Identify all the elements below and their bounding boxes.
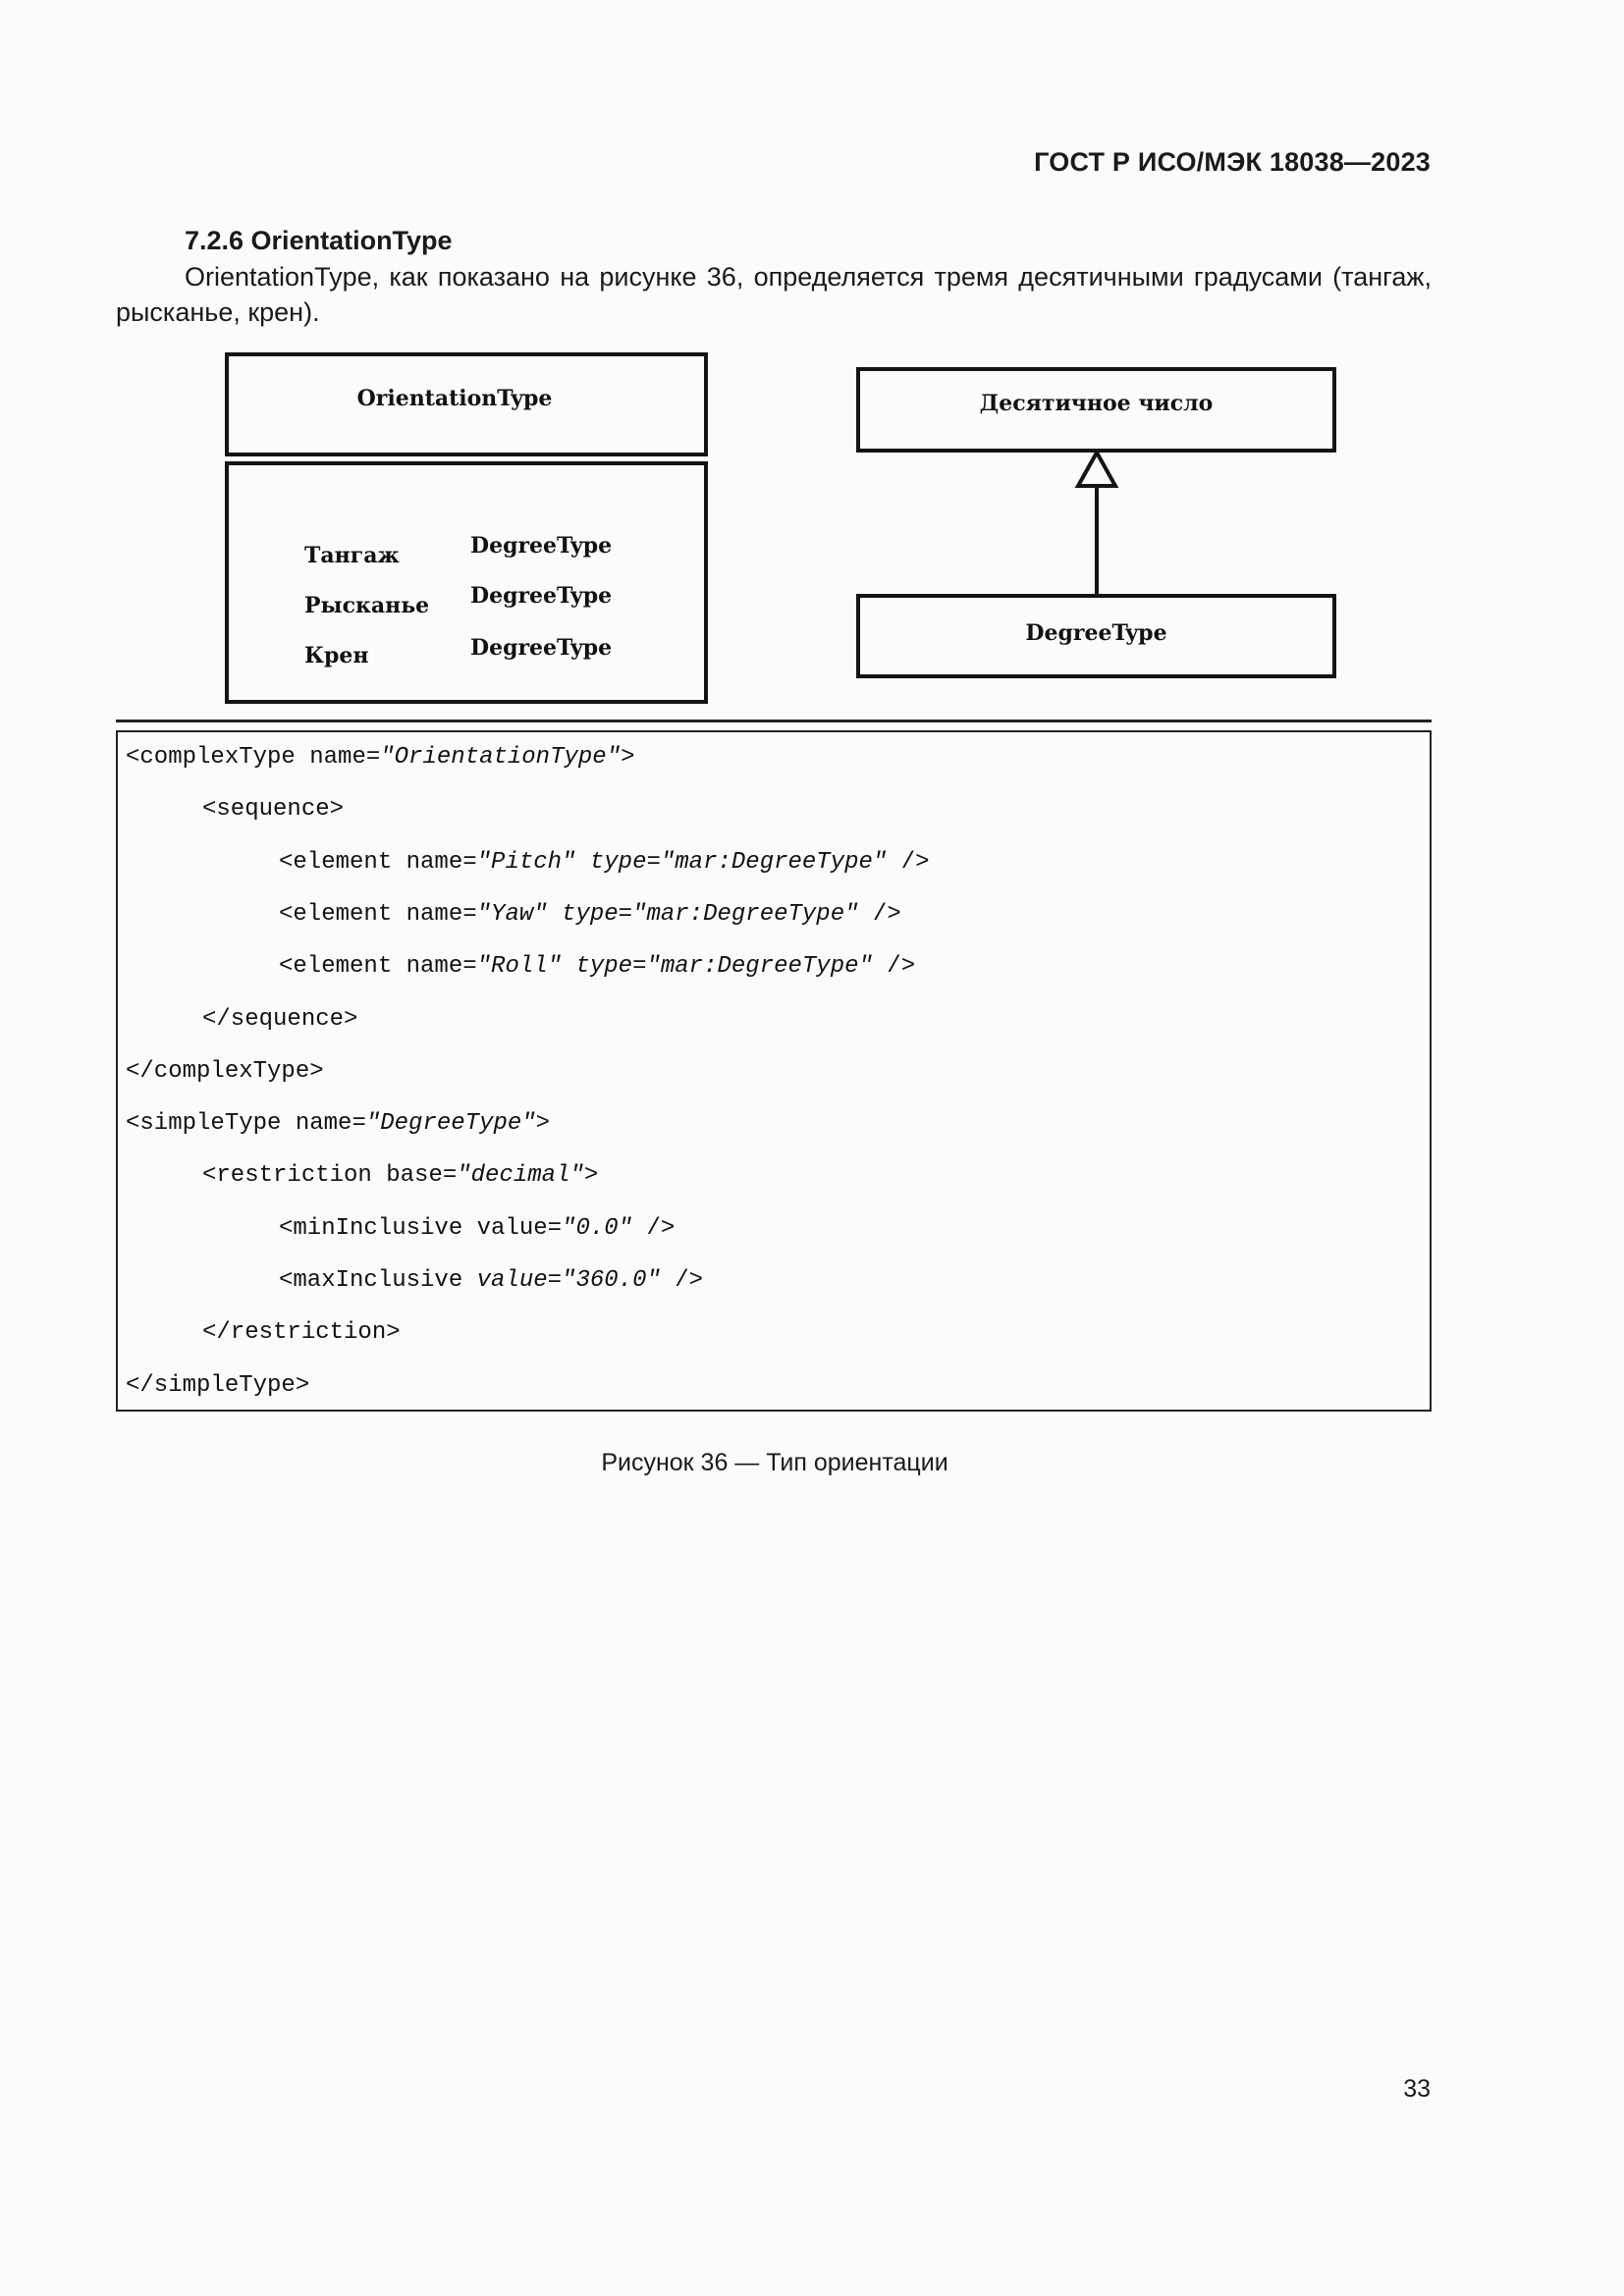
parent-class-name: Десятичное число (979, 391, 1214, 416)
code-line: <element name="Yaw" type="mar:DegreeType… (279, 901, 901, 928)
code-fragment: <restriction base= (202, 1162, 458, 1190)
code-fragment: <maxInclusive (279, 1267, 477, 1294)
code-fragment: > (621, 744, 635, 771)
code-fragment: <element name= (279, 953, 477, 981)
code-italic-fragment: "decimal" (457, 1162, 584, 1190)
child-class-name: DegreeType (1025, 620, 1167, 646)
code-line: <complexType name="OrientationType"> (126, 744, 635, 771)
code-line: <minInclusive value="0.0" /> (279, 1215, 675, 1242)
code-italic-fragment: "0.0" (562, 1214, 633, 1242)
code-fragment: > (583, 1162, 599, 1190)
code-line: </simpleType> (126, 1372, 309, 1399)
code-line: <element name="Roll" type="mar:DegreeTyp… (279, 953, 915, 980)
section-paragraph: OrientationType, как показано на рисунке… (116, 262, 1432, 327)
code-fragment: <sequence> (202, 796, 345, 824)
code-italic-fragment: "Roll" type="mar:DegreeType" (476, 953, 873, 981)
code-fragment: /> (632, 1214, 676, 1242)
code-line: </sequence> (202, 1006, 357, 1033)
section-title: 7.2.6 OrientationType (185, 226, 453, 255)
code-line: <maxInclusive value="360.0" /> (279, 1267, 703, 1294)
code-line: <sequence> (202, 796, 344, 823)
code-fragment: <complexType name= (126, 744, 381, 771)
code-fragment: /> (858, 900, 901, 928)
code-line: </complexType> (126, 1058, 324, 1085)
child-class-box (856, 594, 1336, 678)
attribute-type-yaw: DegreeType (470, 583, 613, 609)
document-header: ГОСТ Р ИСО/МЭК 18038—2023 (1034, 147, 1431, 177)
code-fragment: <minInclusive value= (279, 1214, 563, 1242)
class-header-box (225, 352, 708, 456)
attribute-name-pitch: Тангаж (304, 543, 400, 568)
code-fragment: > (535, 1110, 551, 1138)
code-fragment: </simpleType> (126, 1371, 310, 1399)
inheritance-arrow (1074, 450, 1119, 595)
code-fragment: /> (887, 848, 930, 876)
code-fragment: </restriction> (202, 1319, 401, 1347)
page-number: 33 (1403, 2075, 1431, 2103)
code-italic-fragment: "Yaw" type="mar:DegreeType" (476, 900, 859, 928)
code-listing: <complexType name="OrientationType"><seq… (116, 730, 1432, 1412)
code-line: <element name="Pitch" type="mar:DegreeTy… (279, 849, 930, 876)
code-fragment: </sequence> (202, 1005, 358, 1033)
code-italic-fragment: "OrientationType" (380, 744, 622, 771)
code-line: <simpleType name="DegreeType"> (126, 1110, 550, 1137)
attribute-type-roll: DegreeType (470, 635, 613, 661)
code-italic-fragment: value="360.0" (476, 1267, 661, 1294)
code-line: </restriction> (202, 1319, 401, 1346)
class-attributes-box (225, 461, 708, 704)
code-fragment: <element name= (279, 900, 477, 928)
code-fragment: /> (660, 1267, 704, 1294)
code-fragment: /> (872, 953, 916, 981)
code-line: <restriction base="decimal"> (202, 1162, 598, 1189)
figure-caption: Рисунок 36 — Тип ориентации (601, 1449, 948, 1476)
code-italic-fragment: "DegreeType" (365, 1110, 536, 1138)
code-italic-fragment: "Pitch" type="mar:DegreeType" (476, 848, 888, 876)
class-name: OrientationType (356, 386, 553, 411)
code-fragment: <simpleType name= (126, 1110, 366, 1138)
attribute-name-yaw: Рысканье (304, 593, 430, 618)
attribute-type-pitch: DegreeType (470, 533, 613, 559)
attribute-name-roll: Крен (304, 643, 369, 668)
code-fragment: <element name= (279, 848, 477, 876)
divider-rule (116, 720, 1432, 722)
code-fragment: </complexType> (126, 1057, 324, 1085)
